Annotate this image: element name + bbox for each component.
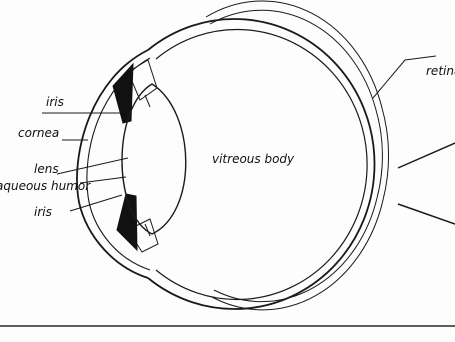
- optic-nerve: [398, 143, 455, 224]
- label-iris-top: iris: [46, 95, 64, 109]
- label-pointers: [42, 56, 436, 211]
- label-cornea: cornea: [18, 126, 59, 140]
- label-iris-bottom: iris: [34, 205, 52, 219]
- label-retina: retina: [426, 64, 455, 78]
- label-aqueous-humor: aqueous humor: [0, 179, 91, 193]
- iris: [113, 64, 137, 250]
- label-vitreous-body: vitreous body: [212, 152, 295, 166]
- label-lens: lens: [34, 162, 59, 176]
- cornea: [77, 50, 150, 278]
